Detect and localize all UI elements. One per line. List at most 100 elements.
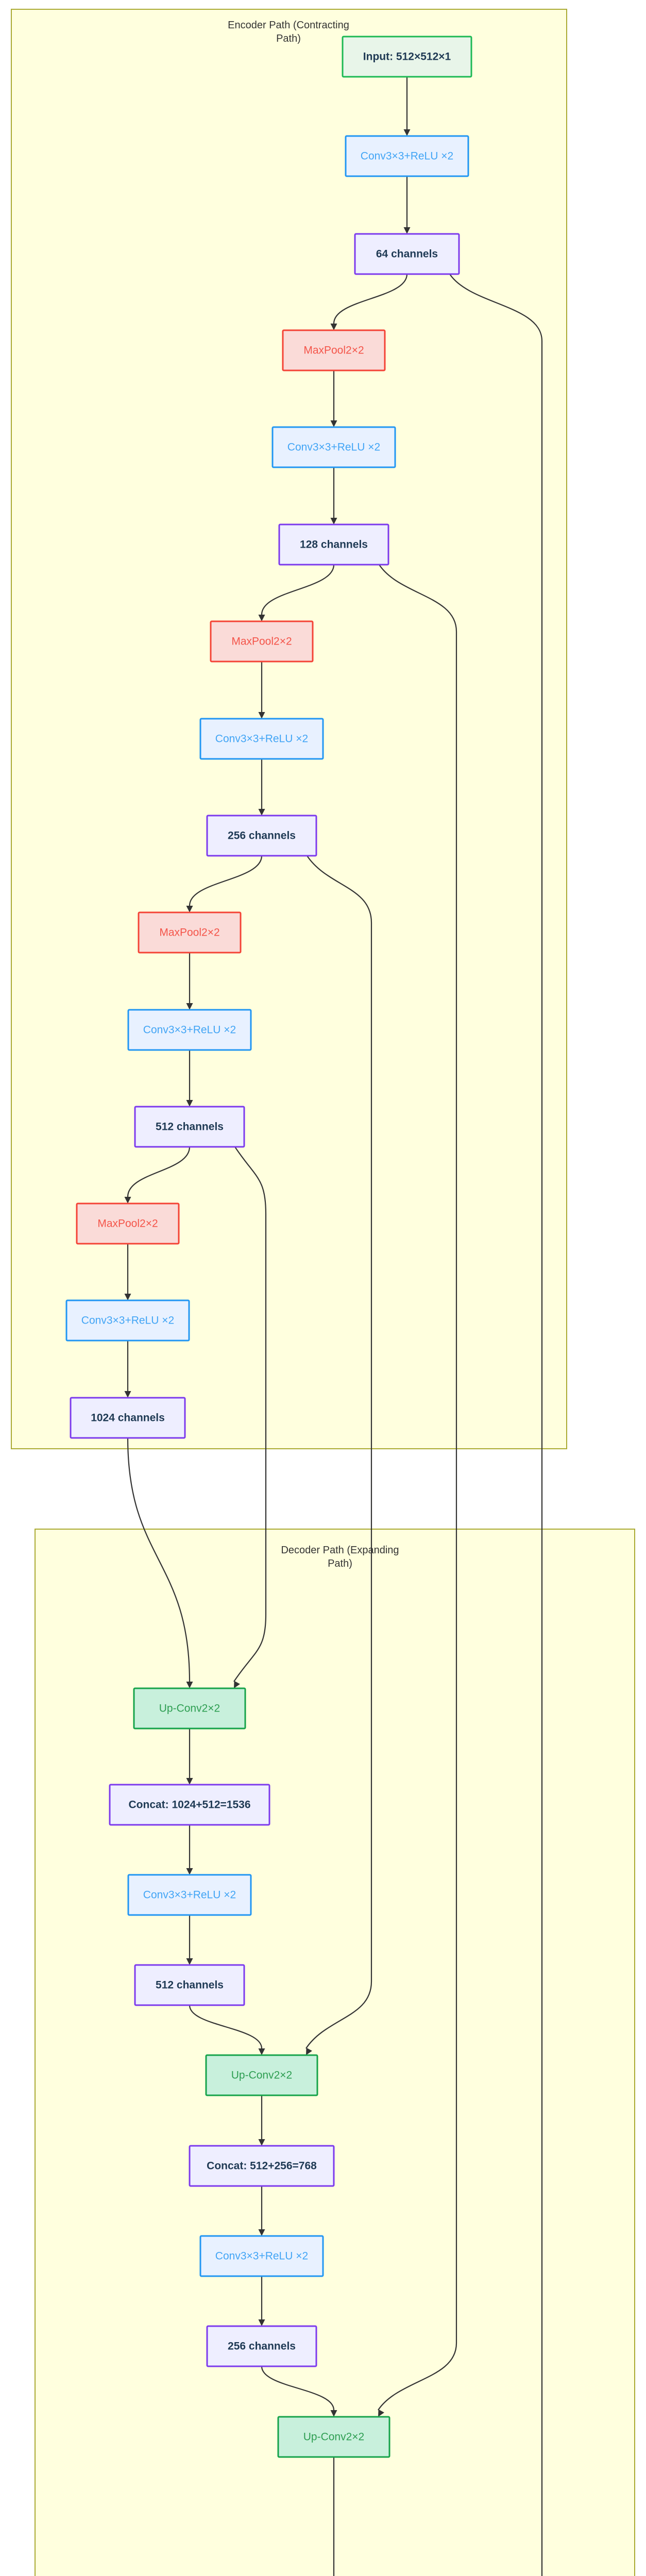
node-box — [70, 1397, 186, 1439]
node-conv6[interactable]: Conv3×3+ReLU ×2 — [127, 1874, 252, 1916]
node-box — [205, 2054, 318, 2096]
edge-n_ch256a-to-n_pool3 — [189, 855, 263, 906]
node-box — [277, 2416, 390, 2458]
node-label: Up-Conv2×2 — [231, 2070, 292, 2081]
edge-arrowhead — [186, 1958, 193, 1965]
node-label: 256 channels — [228, 2341, 296, 2352]
node-label: Conv3×3+ReLU ×2 — [287, 442, 380, 453]
edge-arrowhead — [258, 2319, 265, 2326]
node-box — [189, 2145, 335, 2187]
edge-arrowhead — [234, 1681, 240, 1688]
edge-arrowhead — [403, 227, 411, 234]
node-box — [271, 426, 396, 468]
node-label: Conv3×3+ReLU ×2 — [143, 1024, 236, 1036]
node-pool3[interactable]: MaxPool2×2 — [138, 911, 242, 954]
node-box — [109, 1784, 270, 1826]
node-box — [127, 1009, 252, 1051]
node-box — [345, 135, 469, 177]
node-box — [65, 1299, 190, 1342]
node-pool1[interactable]: MaxPool2×2 — [282, 329, 386, 371]
edge-arrowhead — [186, 1868, 193, 1875]
node-conv4[interactable]: Conv3×3+ReLU ×2 — [127, 1009, 252, 1051]
edge-n_ch512a-to-n_pool4 — [127, 1146, 191, 1197]
edge-arrowhead — [186, 1778, 193, 1785]
node-label: Concat: 1024+512=1536 — [129, 1799, 251, 1811]
edge-arrowhead — [403, 129, 411, 136]
node-input[interactable]: Input: 512×512×1 — [342, 36, 472, 78]
node-label: 128 channels — [300, 539, 368, 551]
node-label: Conv3×3+ReLU ×2 — [215, 2250, 308, 2262]
node-box — [206, 2325, 317, 2367]
node-ch64a[interactable]: 64 channels — [354, 233, 460, 275]
node-conv5[interactable]: Conv3×3+ReLU ×2 — [65, 1299, 190, 1342]
skip-connection-n_ch64a-to-n_up4 — [449, 274, 543, 2576]
node-ch512b[interactable]: 512 channels — [134, 1964, 245, 2006]
edge-arrowhead — [186, 1003, 193, 1010]
node-box — [76, 1202, 180, 1245]
node-box — [133, 1687, 246, 1730]
node-box — [199, 718, 324, 760]
node-ch512a[interactable]: 512 channels — [134, 1106, 245, 1148]
node-label: 512 channels — [156, 1979, 224, 1991]
node-label: 512 channels — [156, 1121, 224, 1133]
node-label: Up-Conv2×2 — [159, 1703, 220, 1715]
node-pool2[interactable]: MaxPool2×2 — [210, 620, 314, 663]
edge-n_ch1024-to-n_up1 — [127, 1437, 191, 1682]
node-pool4[interactable]: MaxPool2×2 — [76, 1202, 180, 1245]
node-box — [342, 36, 472, 78]
node-label: MaxPool2×2 — [303, 345, 364, 357]
edge-n_ch128a-to-n_pool2 — [261, 564, 335, 615]
edge-arrowhead — [186, 1682, 193, 1688]
edge-arrowhead — [124, 1391, 131, 1398]
edge-n_ch512b-to-n_up2 — [189, 2005, 263, 2049]
node-label: Input: 512×512×1 — [363, 51, 451, 63]
edge-arrowhead — [258, 2048, 265, 2055]
node-conv1[interactable]: Conv3×3+ReLU ×2 — [345, 135, 469, 177]
edge-arrowhead — [258, 809, 265, 816]
node-box — [134, 1106, 245, 1148]
node-up2[interactable]: Up-Conv2×2 — [205, 2054, 318, 2096]
edge-arrowhead — [258, 2229, 265, 2236]
node-box — [282, 329, 386, 371]
node-label: 64 channels — [376, 248, 438, 260]
edge-arrowhead — [258, 2139, 265, 2146]
node-box — [210, 620, 314, 663]
edge-layer — [124, 77, 543, 2576]
node-label: Conv3×3+ReLU ×2 — [361, 150, 453, 162]
edge-arrowhead — [186, 906, 193, 912]
node-conv2[interactable]: Conv3×3+ReLU ×2 — [271, 426, 396, 468]
node-up1[interactable]: Up-Conv2×2 — [133, 1687, 246, 1730]
node-label: 1024 channels — [91, 1412, 165, 1424]
node-conv3[interactable]: Conv3×3+ReLU ×2 — [199, 718, 324, 760]
node-up3[interactable]: Up-Conv2×2 — [277, 2416, 390, 2458]
node-label: Conv3×3+ReLU ×2 — [143, 1889, 236, 1901]
edge-arrowhead — [258, 615, 265, 621]
skip-connection-n_ch256a-to-n_up2 — [305, 855, 372, 2049]
edge-arrowhead — [330, 324, 337, 330]
edge-arrowhead — [258, 712, 265, 719]
node-label: Concat: 512+256=768 — [207, 2160, 317, 2172]
node-label: 256 channels — [228, 830, 296, 842]
node-label: MaxPool2×2 — [159, 927, 219, 939]
edge-arrowhead — [378, 2409, 384, 2417]
edge-arrowhead — [186, 1100, 193, 1107]
node-ch128a[interactable]: 128 channels — [278, 523, 389, 566]
edge-arrowhead — [306, 2047, 312, 2055]
node-box — [206, 815, 317, 857]
node-label: Conv3×3+ReLU ×2 — [215, 733, 308, 745]
node-ch1024[interactable]: 1024 channels — [70, 1397, 186, 1439]
node-label: Up-Conv2×2 — [303, 2431, 364, 2443]
node-cat2[interactable]: Concat: 512+256=768 — [189, 2145, 335, 2187]
node-box — [134, 1964, 245, 2006]
node-ch256b[interactable]: 256 channels — [206, 2325, 317, 2367]
node-ch256a[interactable]: 256 channels — [206, 815, 317, 857]
node-cat1[interactable]: Concat: 1024+512=1536 — [109, 1784, 270, 1826]
skip-connection-n_ch128a-to-n_up3 — [378, 564, 457, 2411]
node-conv7[interactable]: Conv3×3+ReLU ×2 — [199, 2235, 324, 2277]
edge-arrowhead — [330, 420, 337, 427]
